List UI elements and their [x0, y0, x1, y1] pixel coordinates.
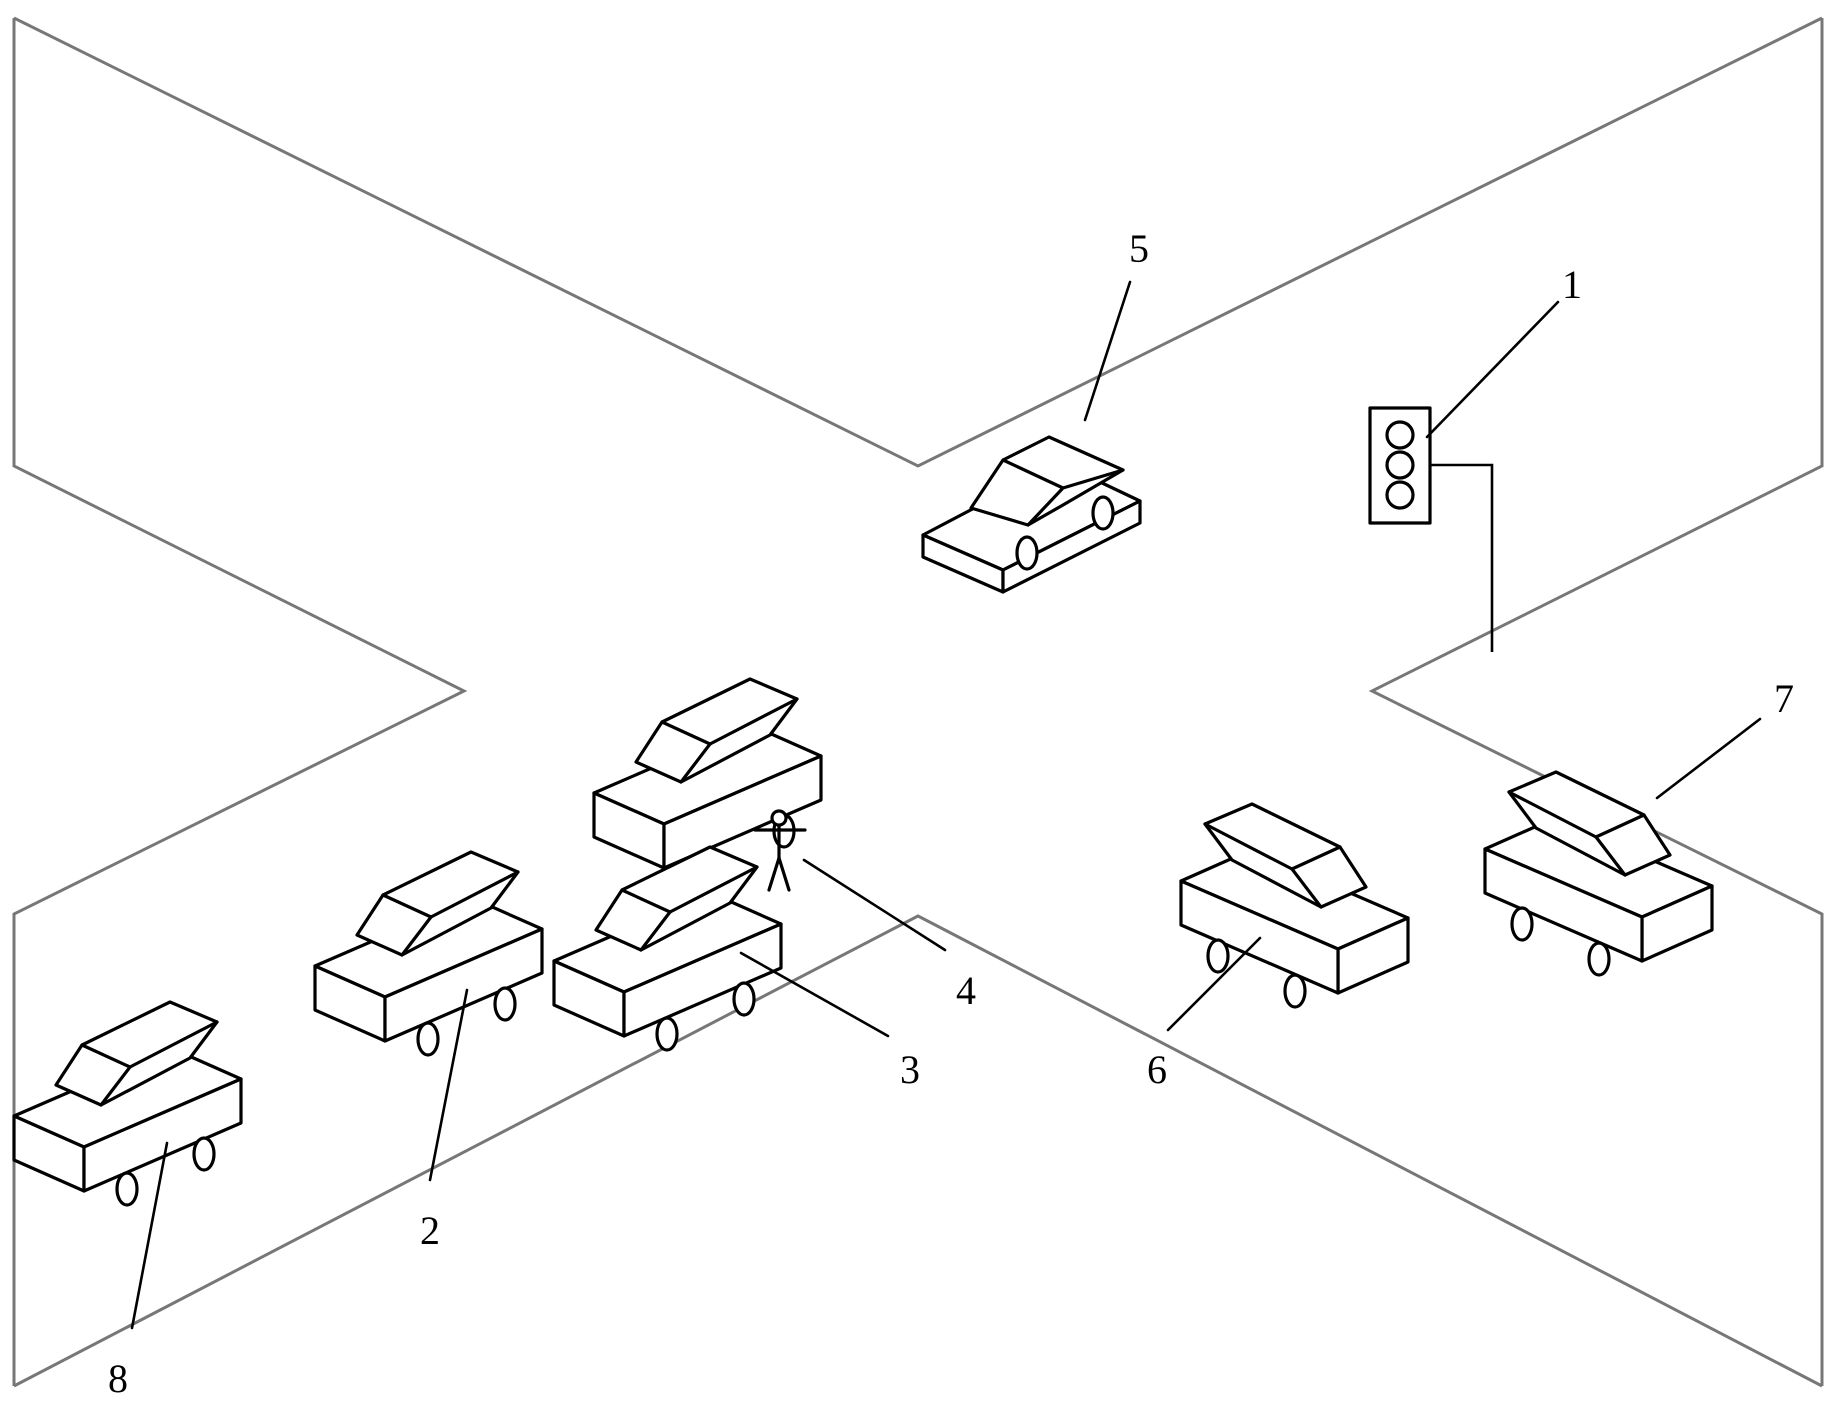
traffic-light-icon [1368, 406, 1494, 652]
callout-1: 1 [1562, 262, 1582, 307]
vehicle-2-icon [313, 850, 544, 1057]
callout-6: 6 [1147, 1047, 1167, 1092]
vehicle-7-icon [1485, 772, 1712, 975]
vehicle-6-icon [1181, 804, 1408, 1007]
vehicle-8-icon [12, 1000, 243, 1207]
callout-2: 2 [420, 1208, 440, 1253]
callout-4: 4 [956, 968, 976, 1013]
road-edge-left [12, 18, 468, 1386]
road-edge-bottom [13, 914, 1823, 1388]
leader-lines [130, 280, 1762, 1330]
road-edge-top [13, 16, 1823, 468]
callout-3: 3 [900, 1047, 920, 1092]
vehicle-5-icon [921, 435, 1142, 594]
road-edge-right [1368, 18, 1824, 1386]
callout-5: 5 [1129, 226, 1149, 271]
pedestrian-icon [753, 809, 807, 892]
vehicle-3-icon [552, 845, 783, 1052]
callout-labels: 1 2 3 4 5 6 7 8 [108, 226, 1794, 1401]
callout-7: 7 [1774, 676, 1794, 721]
road-edges [12, 16, 1824, 1388]
callout-8: 8 [108, 1356, 128, 1401]
